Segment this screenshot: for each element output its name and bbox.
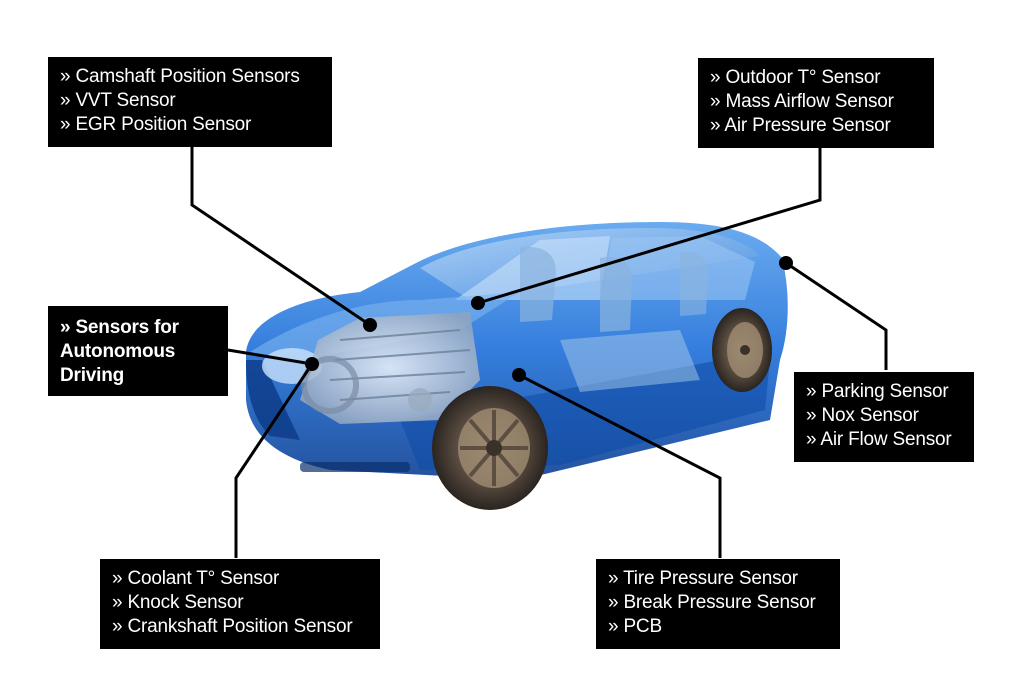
tire-sensor-dot	[512, 368, 526, 382]
front-wheel	[432, 386, 548, 510]
parking-label-item: Parking Sensor	[806, 380, 964, 404]
coolant-leader-line	[234, 363, 314, 558]
tire-label-box: Tire Pressure Sensor Break Pressure Sens…	[596, 559, 840, 649]
camshaft-label-box: Camshaft Position Sensors VVT Sensor EGR…	[48, 57, 332, 147]
camshaft-label-item: VVT Sensor	[60, 89, 322, 113]
leader-lines	[190, 147, 888, 558]
tire-label-item: PCB	[608, 615, 830, 639]
outdoor-leader-line	[477, 148, 822, 305]
outdoor-sensor-dot	[471, 296, 485, 310]
parking-leader-line	[785, 261, 888, 370]
engine-block	[300, 312, 480, 424]
outdoor-label-item: Air Pressure Sensor	[710, 114, 924, 138]
coolant-label-item: Coolant T° Sensor	[112, 567, 370, 591]
outdoor-label-box: Outdoor T° Sensor Mass Airflow Sensor Ai…	[698, 58, 934, 148]
parking-label-box: Parking Sensor Nox Sensor Air Flow Senso…	[794, 372, 974, 462]
coolant-label-item: Crankshaft Position Sensor	[112, 615, 370, 639]
parking-label-item: Air Flow Sensor	[806, 428, 964, 452]
tire-label-item: Break Pressure Sensor	[608, 591, 830, 615]
parking-label-item: Nox Sensor	[806, 404, 964, 428]
autonomous-leader-line	[227, 348, 313, 366]
camshaft-label-item: Camshaft Position Sensors	[60, 65, 322, 89]
camshaft-leader-line	[190, 147, 371, 327]
autonomous-label-item: Sensors for Autonomous Driving	[60, 316, 218, 388]
camshaft-sensor-dot	[363, 318, 377, 332]
autonomous-label-box: Sensors for Autonomous Driving	[48, 306, 228, 396]
coolant-label-box: Coolant T° Sensor Knock Sensor Crankshaf…	[100, 559, 380, 649]
rear-wheel	[712, 308, 772, 392]
camshaft-label-item: EGR Position Sensor	[60, 113, 322, 137]
tire-leader-line	[518, 373, 722, 558]
outdoor-label-item: Outdoor T° Sensor	[710, 66, 924, 90]
engine-sensor-dot	[305, 357, 319, 371]
parking-sensor-dot	[779, 256, 793, 270]
tire-label-item: Tire Pressure Sensor	[608, 567, 830, 591]
sensor-markers	[305, 256, 793, 382]
coolant-label-item: Knock Sensor	[112, 591, 370, 615]
outdoor-label-item: Mass Airflow Sensor	[710, 90, 924, 114]
